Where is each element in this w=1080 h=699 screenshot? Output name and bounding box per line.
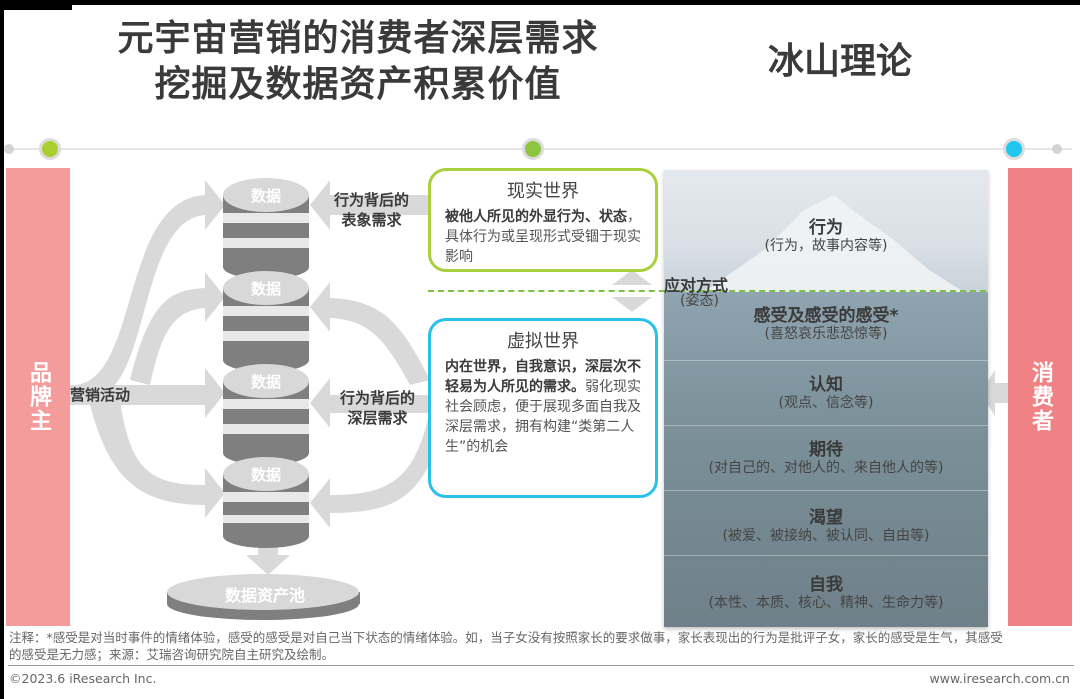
consumer-bar: 消费者 — [1008, 168, 1072, 626]
arrow-deep-2 — [310, 282, 430, 385]
diamond-down-arrow — [612, 297, 652, 312]
coping-style-sub: (姿态) — [680, 293, 719, 309]
page-title-line2: 挖掘及数据资产积累价值 — [154, 64, 562, 105]
data-stack-2 — [223, 271, 309, 372]
data-pool — [167, 574, 360, 620]
flow-arrows — [70, 180, 1008, 575]
virtual-world-desc: 内在世界，自我意识，深层次不轻易为人所见的需求。弱化现实社会顾虑，便于展现多面自… — [445, 359, 641, 455]
iceberg-underwater — [664, 292, 988, 627]
arrow-to-stack-2 — [130, 272, 225, 385]
top-border — [0, 0, 1080, 5]
footer-divider — [8, 665, 1074, 666]
data-stack-label-1: 数据 — [250, 187, 281, 205]
data-stack-4 — [223, 457, 309, 548]
reality-world-title: 现实世界 — [507, 181, 579, 202]
timeline-dot-start — [4, 144, 14, 154]
section-title-iceberg: 冰山理论 — [767, 41, 912, 82]
surface-need-label: 行为背后的 表象需求 — [334, 191, 410, 229]
brand-bar: 品牌主 — [6, 168, 70, 626]
iceberg-level-yearning: 渴望 (被爱、被接纳、被认同、自由等) — [722, 508, 930, 544]
reality-world-desc: 被他人所见的外显行为、状态，具体行为或呈现形式受锢于现实影响 — [445, 209, 641, 265]
timeline-dot-green-mid — [522, 138, 544, 160]
footnote: 注释：*感受是对当时事件的情绪体验，感受的感受是对自己当下状态的情绪体验。如，当… — [9, 630, 1003, 662]
arrow-to-stack-3 — [140, 368, 225, 418]
data-stack-1 — [223, 178, 309, 279]
timeline-dot-green-left — [39, 138, 61, 160]
waterline-dashed — [428, 290, 986, 292]
iceberg-level-behavior: 行为 (行为，故事内容等) — [764, 218, 888, 254]
diamond-up-arrow — [612, 270, 652, 285]
brand-label: 品牌主 — [26, 361, 51, 433]
virtual-world-box: 虚拟世界 内在世界，自我意识，深层次不轻易为人所见的需求。弱化现实社会顾虑，便于… — [428, 318, 658, 498]
arrow-deep-3 — [310, 378, 430, 428]
marketing-activity-label: 营销活动 — [70, 386, 131, 404]
iceberg-level-cognition: 认知 (观点、信念等) — [778, 375, 874, 411]
iceberg-level-expectation: 期待 (对自己的、对他人的、来自他人的等) — [708, 440, 944, 476]
copyright: ©2023.6 iResearch Inc. — [9, 671, 157, 686]
consumer-label: 消费者 — [1028, 361, 1053, 433]
page-title: 元宇宙营销的消费者深层需求 挖掘及数据资产积累价值 — [88, 16, 628, 108]
website-link[interactable]: www.iresearch.com.cn — [929, 671, 1071, 686]
data-pool-label: 数据资产池 — [224, 586, 305, 605]
arrow-deep-4 — [310, 410, 445, 528]
iceberg-level-self: 自我 (本性、本质、核心、精神、生命力等) — [708, 575, 944, 611]
page-title-line1: 元宇宙营销的消费者深层需求 — [117, 18, 599, 59]
arrow-to-stack-1 — [75, 180, 225, 395]
data-stack-label-3: 数据 — [250, 373, 281, 391]
arrow-from-consumer — [980, 370, 1008, 416]
arrow-to-pool — [246, 540, 290, 575]
reality-world-box: 现实世界 被他人所见的外显行为、状态，具体行为或呈现形式受锢于现实影响 — [428, 168, 658, 272]
coping-style-title: 应对方式 — [664, 276, 729, 295]
virtual-world-title: 虚拟世界 — [507, 331, 579, 352]
data-stack-label-4: 数据 — [250, 466, 281, 484]
iceberg-level-feelings: 感受及感受的感受* (喜怒哀乐悲恐惊等) — [753, 306, 899, 342]
left-border — [0, 0, 4, 699]
iceberg-panel: 行为 (行为，故事内容等) 感受及感受的感受* (喜怒哀乐悲恐惊等) 认知 (观… — [664, 170, 988, 627]
deep-need-label: 行为背后的 深层需求 — [340, 389, 416, 427]
arrow-to-stack-4 — [90, 400, 225, 518]
top-left-border — [0, 0, 72, 10]
timeline-dot-cyan — [1003, 138, 1025, 160]
data-stack-label-2: 数据 — [250, 280, 281, 298]
data-stack-3 — [223, 364, 309, 465]
arrow-surface-need — [310, 180, 430, 230]
timeline-dot-end — [1052, 144, 1062, 154]
